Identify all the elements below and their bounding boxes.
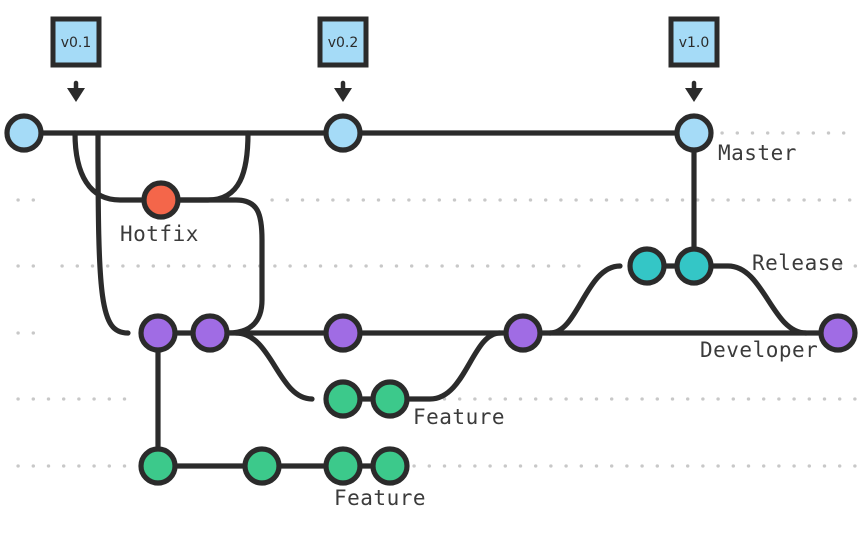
tag-arrow-head — [67, 88, 85, 102]
version-tag-v10[interactable]: v1.0 — [668, 16, 720, 102]
version-tags: v0.1 v0.2 v1.0 — [50, 16, 720, 102]
edge-feature1-to-dev — [387, 330, 503, 402]
commit-node-developer[interactable] — [503, 313, 543, 353]
commit-node-hotfix[interactable] — [141, 180, 181, 220]
tag-arrow-head — [334, 88, 352, 102]
tag-arrow-head — [685, 88, 703, 102]
commit-dot[interactable] — [323, 313, 363, 353]
label-feature-2: Feature — [334, 486, 426, 510]
commit-node-master[interactable] — [4, 113, 44, 153]
commit-node-release[interactable] — [627, 246, 667, 286]
commit-node-developer[interactable] — [323, 313, 363, 353]
commit-dot[interactable] — [674, 113, 714, 153]
label-developer: Developer — [700, 338, 818, 362]
edge-master-to-hotfix — [72, 130, 164, 203]
commit-dot[interactable] — [323, 113, 363, 153]
row-guide-lines — [16, 131, 860, 468]
commit-node-feature-1[interactable] — [323, 379, 363, 419]
version-tag-v01[interactable]: v0.1 — [50, 16, 102, 102]
commit-dot[interactable] — [242, 446, 282, 486]
label-feature-1: Feature — [413, 405, 505, 429]
tag-label: v0.1 — [61, 35, 92, 51]
commit-dot[interactable] — [138, 313, 178, 353]
commit-nodes — [4, 113, 858, 486]
commit-dot[interactable] — [323, 446, 363, 486]
label-release: Release — [752, 251, 844, 275]
commit-dot[interactable] — [818, 313, 858, 353]
commit-node-feature-2[interactable] — [138, 446, 178, 486]
commit-dot[interactable] — [674, 246, 714, 286]
label-hotfix: Hotfix — [120, 222, 199, 246]
commit-node-feature-2[interactable] — [323, 446, 363, 486]
edge-dev-to-feature1 — [233, 330, 315, 402]
commit-dot[interactable] — [141, 180, 181, 220]
commit-dot[interactable] — [627, 246, 667, 286]
commit-node-master[interactable] — [674, 113, 714, 153]
commit-node-developer[interactable] — [138, 313, 178, 353]
tag-box[interactable] — [668, 16, 720, 68]
branch-labels: MasterHotfixReleaseDeveloperFeatureFeatu… — [120, 141, 844, 510]
tag-label: v0.2 — [328, 35, 359, 51]
edge-release-to-dev — [691, 263, 809, 336]
label-master: Master — [718, 141, 797, 165]
tag-label: v1.0 — [679, 35, 710, 51]
commit-node-master[interactable] — [323, 113, 363, 153]
edge-hotfix-to-dev — [158, 197, 265, 336]
tag-box[interactable] — [317, 16, 369, 68]
tag-box[interactable] — [50, 16, 102, 68]
commit-node-developer[interactable] — [190, 313, 230, 353]
commit-dot[interactable] — [323, 379, 363, 419]
edge-dev-to-release — [547, 263, 623, 336]
edge-master-to-dev — [95, 130, 131, 336]
commit-node-feature-1[interactable] — [370, 379, 410, 419]
commit-node-feature-2[interactable] — [242, 446, 282, 486]
commit-dot[interactable] — [370, 379, 410, 419]
commit-dot[interactable] — [190, 313, 230, 353]
commit-dot[interactable] — [503, 313, 543, 353]
commit-node-feature-2[interactable] — [370, 446, 410, 486]
commit-dot[interactable] — [370, 446, 410, 486]
commit-dot[interactable] — [138, 446, 178, 486]
commit-dot[interactable] — [4, 113, 44, 153]
version-tag-v02[interactable]: v0.2 — [317, 16, 369, 102]
commit-node-release[interactable] — [674, 246, 714, 286]
commit-node-developer[interactable] — [818, 313, 858, 353]
